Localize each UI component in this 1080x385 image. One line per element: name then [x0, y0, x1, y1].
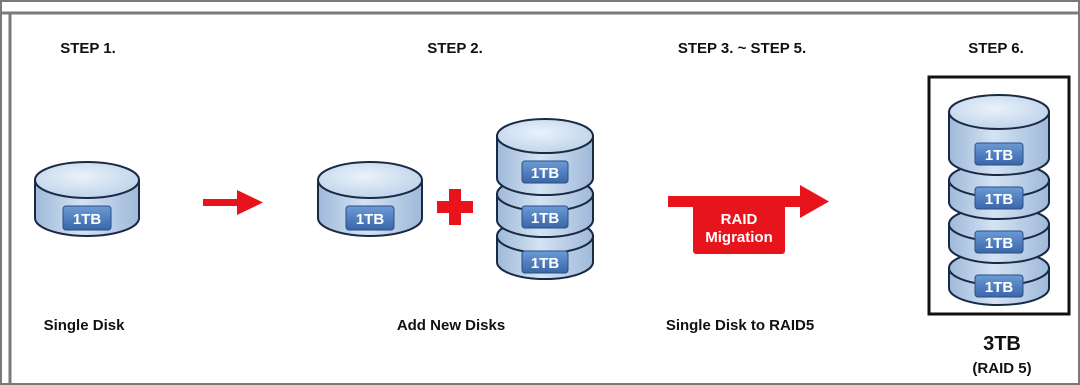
raid-migration-badge-line2: Migration — [705, 229, 773, 246]
step2-existing-disk: 1TB — [317, 161, 423, 237]
plus-icon — [437, 189, 473, 225]
raid-migration-badge-line1: RAID — [721, 211, 758, 228]
step2-existing-disk-label: 1TB — [356, 211, 385, 228]
step6-disk-label-3: 1TB — [985, 235, 1014, 252]
step2-new-disk-label-3: 1TB — [531, 255, 560, 272]
step6-heading: STEP 6. — [968, 40, 1024, 57]
step6-disk-label-1: 1TB — [985, 147, 1014, 164]
raid-migration-arrow: RAID Migration — [668, 185, 829, 254]
step2-new-disk-label-1: 1TB — [531, 165, 560, 182]
right-arrow-icon — [203, 190, 263, 215]
step6-disk-label-4: 1TB — [985, 279, 1014, 296]
step1-caption: Single Disk — [44, 317, 126, 334]
step3-5-caption: Single Disk to RAID5 — [666, 317, 814, 334]
step1-disk-label: 1TB — [73, 211, 102, 228]
step1-disk: 1TB — [34, 161, 140, 237]
step6-disk-label-2: 1TB — [985, 191, 1014, 208]
step6-capacity: 3TB — [983, 333, 1021, 355]
step1-heading: STEP 1. — [60, 40, 116, 57]
step2-new-disk-stack: 1TB 1TB 1TB — [496, 118, 594, 280]
step6-raid-level: (RAID 5) — [972, 360, 1031, 377]
step2-caption: Add New Disks — [397, 317, 505, 334]
step2-heading: STEP 2. — [427, 40, 483, 57]
step3-5-heading: STEP 3. ~ STEP 5. — [678, 40, 806, 57]
step6-disk-stack: 1TB 1TB 1TB 1TB — [948, 94, 1050, 306]
step2-new-disk-label-2: 1TB — [531, 210, 560, 227]
